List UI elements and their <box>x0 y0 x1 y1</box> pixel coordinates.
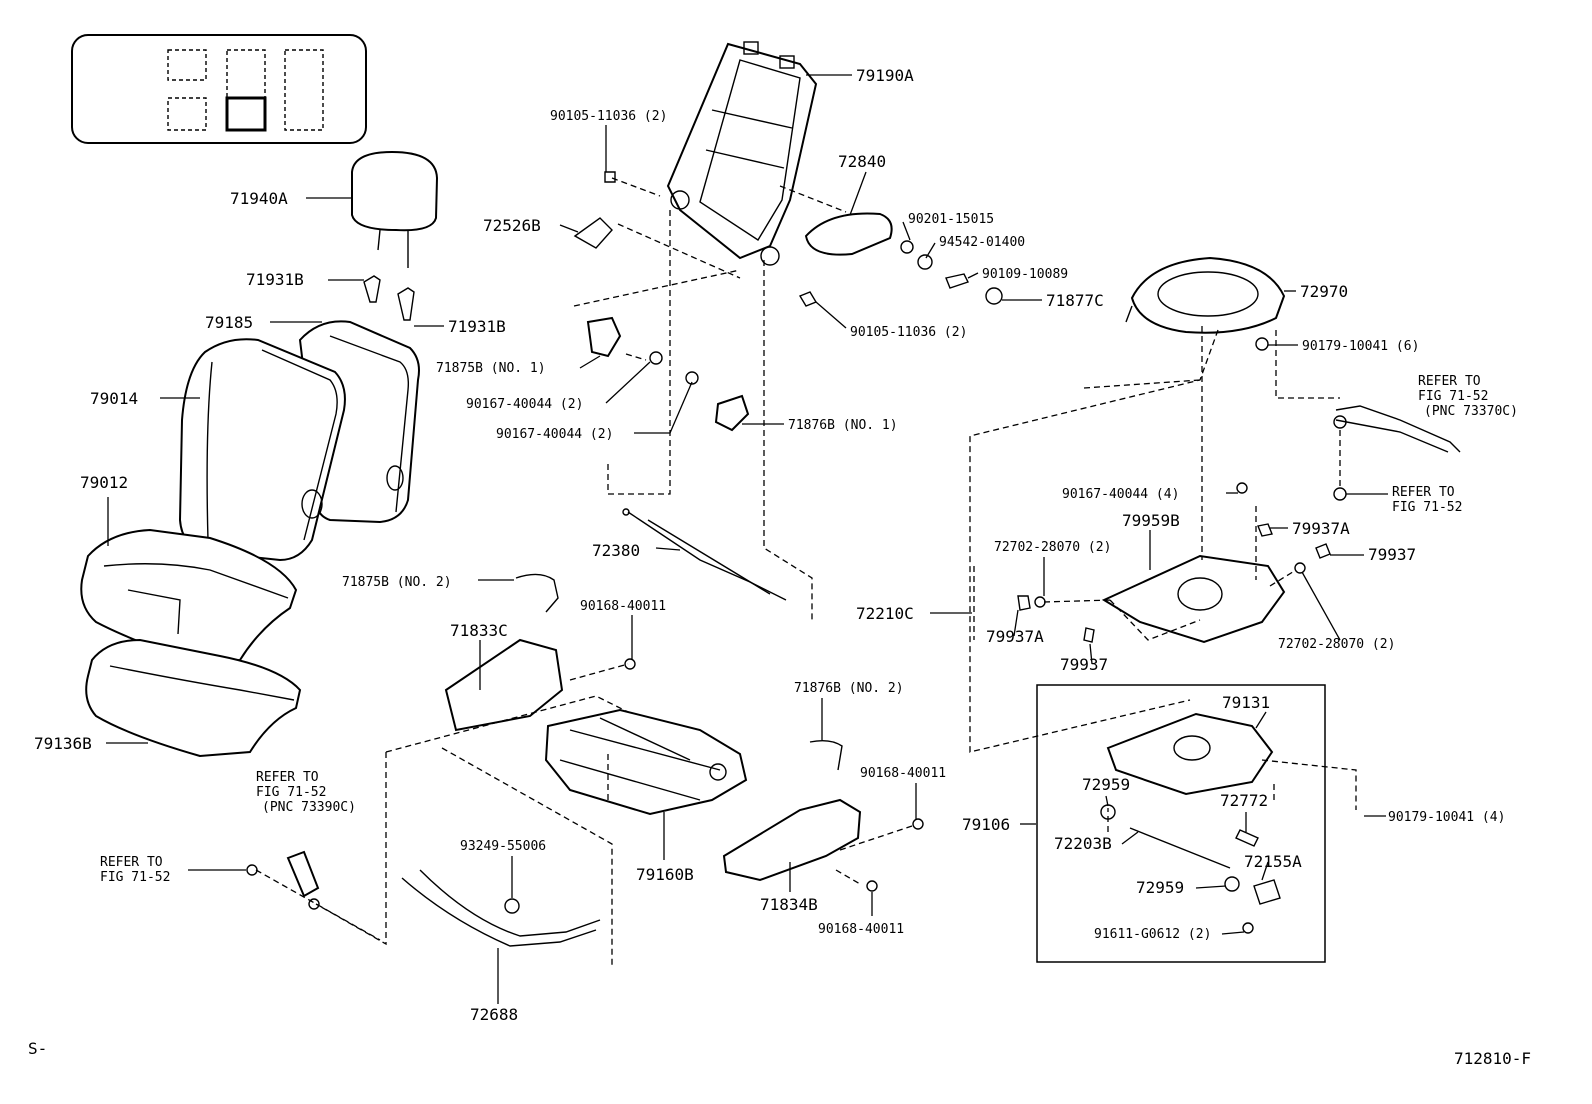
seat-position-key <box>71 34 367 144</box>
label-79014: 79014 <box>90 389 138 408</box>
label-71833C: 71833C <box>450 621 508 640</box>
belt-right-drawing <box>1333 405 1461 501</box>
label-79136B: 79136B <box>34 734 92 753</box>
label-79937A-b: 79937A <box>986 627 1044 646</box>
label-79106: 79106 <box>962 815 1010 834</box>
belt-buckle-left-drawing <box>246 850 320 910</box>
swivel-assembly-box <box>1036 684 1326 963</box>
refer-buckle-left-line1: REFER TO <box>256 770 319 785</box>
refer-buckle-right-line1: REFER TO <box>1392 485 1455 500</box>
label-90167-40044-b: 90167-40044 (2) <box>496 427 613 442</box>
label-72840: 72840 <box>838 152 886 171</box>
label-71931B-a: 71931B <box>246 270 304 289</box>
refer-belt-right-line2: FIG 71-52 <box>1418 389 1488 404</box>
side-shield-drawing <box>444 573 924 892</box>
label-93249-55006: 93249-55006 <box>460 839 546 854</box>
refer-buckle-right-line2: FIG 71-52 <box>1392 500 1462 515</box>
label-71834B: 71834B <box>760 895 818 914</box>
label-90168-40011-a: 90168-40011 <box>580 599 666 614</box>
dashed-guides <box>255 177 1357 966</box>
label-71940A: 71940A <box>230 189 288 208</box>
label-72155A: 72155A <box>1244 852 1302 871</box>
refer-buckle-left-line3: (PNC 73390C) <box>262 800 356 815</box>
label-90167-40044-a: 90167-40044 (2) <box>466 397 583 412</box>
refer-bolt-left-line2: FIG 71-52 <box>100 870 170 885</box>
refer-buckle-left-line2: FIG 71-52 <box>256 785 326 800</box>
label-79131: 79131 <box>1222 693 1270 712</box>
label-79012: 79012 <box>80 473 128 492</box>
label-90179-10041-4: 90179-10041 (4) <box>1388 810 1505 825</box>
label-91611-G0612: 91611-G0612 (2) <box>1094 927 1211 942</box>
label-72526B: 72526B <box>483 216 541 235</box>
label-72959-a: 72959 <box>1082 775 1130 794</box>
label-79937A-a: 79937A <box>1292 519 1350 538</box>
label-71875B-no1: 71875B (NO. 1) <box>436 361 546 376</box>
label-72380: 72380 <box>592 541 640 560</box>
label-90105-11036-mid: 90105-11036 (2) <box>850 325 967 340</box>
label-72772: 72772 <box>1220 791 1268 810</box>
refer-bolt-left-line1: REFER TO <box>100 855 163 870</box>
label-79190A: 79190A <box>856 66 914 85</box>
label-90167-40044-4: 90167-40044 (4) <box>1062 487 1179 502</box>
swivel-base-drawing <box>1017 256 1331 644</box>
label-90105-11036-top: 90105-11036 (2) <box>550 109 667 124</box>
label-90109-10089: 90109-10089 <box>982 267 1068 282</box>
label-72688: 72688 <box>470 1005 518 1024</box>
release-cable-drawing <box>622 508 787 601</box>
label-72702-28070-a: 72702-28070 (2) <box>994 540 1111 555</box>
adjuster-cables-drawing <box>401 869 601 947</box>
label-90201-15015: 90201-15015 <box>908 212 994 227</box>
label-72203B: 72203B <box>1054 834 1112 853</box>
label-71876B-no2: 71876B (NO. 2) <box>794 681 904 696</box>
recliner-cover-drawing <box>573 171 1003 307</box>
label-71877C: 71877C <box>1046 291 1104 310</box>
seatback-frame-drawing <box>666 41 818 266</box>
label-90179-10041-6: 90179-10041 (6) <box>1302 339 1419 354</box>
label-72970: 72970 <box>1300 282 1348 301</box>
part-labels: 79190A 90105-11036 (2) 72840 71940A 7252… <box>34 66 1505 1024</box>
label-79959B: 79959B <box>1122 511 1180 530</box>
leader-lines <box>106 74 1388 1004</box>
hinge-covers-drawing <box>586 316 750 432</box>
refer-belt-right-line3: (PNC 73370C) <box>1424 404 1518 419</box>
label-79160B: 79160B <box>636 865 694 884</box>
headrest-drawing <box>351 150 439 321</box>
corner-mark: S- <box>28 1039 47 1058</box>
refer-belt-right-line1: REFER TO <box>1418 374 1481 389</box>
refer-notes: REFER TO FIG 71-52 (PNC 73370C) REFER TO… <box>100 374 1518 885</box>
figure-code: 712810-F <box>1454 1049 1531 1068</box>
label-71875B-no2: 71875B (NO. 2) <box>342 575 452 590</box>
label-72959-b: 72959 <box>1136 878 1184 897</box>
seat-cushion-drawing <box>80 528 302 758</box>
label-79937-a: 79937 <box>1368 545 1416 564</box>
label-79937-b: 79937 <box>1060 655 1108 674</box>
label-71931B-b: 71931B <box>448 317 506 336</box>
label-79185: 79185 <box>205 313 253 332</box>
label-72702-28070-b: 72702-28070 (2) <box>1278 637 1395 652</box>
label-72210C: 72210C <box>856 604 914 623</box>
label-71876B-no1: 71876B (NO. 1) <box>788 418 898 433</box>
cushion-frame-drawing <box>544 708 748 816</box>
seatback-drawing <box>178 320 420 562</box>
label-90168-40011-c: 90168-40011 <box>818 922 904 937</box>
label-90168-40011-b: 90168-40011 <box>860 766 946 781</box>
label-94542-01400: 94542-01400 <box>939 235 1025 250</box>
